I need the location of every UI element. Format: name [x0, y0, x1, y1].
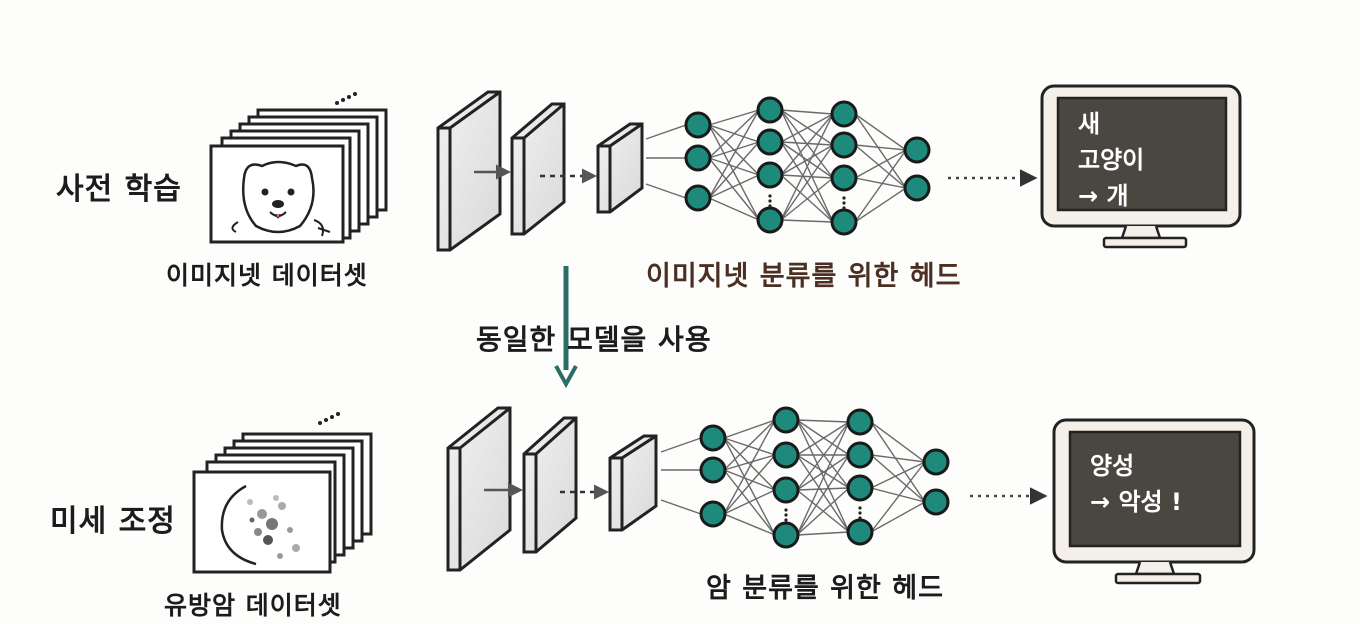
network-connections	[645, 109, 907, 223]
network-node	[772, 406, 800, 434]
ellipsis-dot	[768, 204, 772, 208]
network-node	[846, 441, 874, 469]
network-connections	[660, 419, 926, 536]
finetune-backbone	[446, 406, 658, 572]
network-node	[756, 128, 784, 156]
pretrain-head-label: 이미지넷 분류를 위한 헤드	[646, 261, 962, 292]
ellipsis-dot	[858, 511, 862, 515]
output-line: 고양이	[1078, 146, 1145, 174]
network-node	[830, 164, 858, 192]
network-node	[846, 474, 874, 502]
network-node	[846, 408, 874, 436]
pretrain-output-monitor	[1040, 84, 1242, 249]
more-data-ellipsis	[335, 92, 357, 105]
ellipsis-dot	[784, 508, 788, 512]
pretrain-output-text: 새 고양이 → 개	[1078, 106, 1144, 214]
network-node	[903, 136, 931, 164]
pretrain-stage-label: 사전 학습	[56, 172, 182, 207]
transfer-label: 동일한 모델을 사용	[476, 323, 712, 356]
network-node	[772, 521, 800, 549]
ellipsis-dot	[842, 201, 846, 205]
network-node	[830, 100, 858, 128]
output-line: 양성	[1090, 452, 1135, 480]
dog-image	[231, 160, 331, 237]
ellipsis-dot	[768, 194, 772, 198]
finetune-dataset-label: 유방암 데이터셋	[164, 591, 342, 620]
more-data-ellipsis	[318, 412, 340, 425]
network-node	[684, 111, 712, 139]
output-line: 새	[1078, 110, 1101, 138]
ellipsis-dot	[784, 518, 788, 522]
network-node	[830, 131, 858, 159]
network-node	[922, 448, 950, 476]
network-node	[684, 144, 712, 172]
pretrain-classification-head	[645, 96, 931, 236]
network-node	[756, 96, 784, 124]
network-node	[699, 500, 727, 528]
ellipsis-dot	[858, 506, 862, 510]
ellipsis-dot	[858, 516, 862, 520]
network-node	[903, 174, 931, 202]
network-node	[684, 184, 712, 212]
output-line: → 개	[1078, 182, 1129, 210]
same-model-arrow	[554, 266, 578, 389]
finetune-output-monitor	[1052, 418, 1256, 585]
network-node	[772, 441, 800, 469]
network-node	[699, 424, 727, 452]
finetune-classification-head	[660, 406, 950, 549]
ellipsis-dot	[842, 206, 846, 210]
output-line: → 악성 !	[1090, 488, 1182, 516]
finetune-stage-label: 미세 조정	[50, 504, 176, 539]
ellipsis-dot	[842, 196, 846, 200]
network-node	[830, 208, 858, 236]
pretrain-dataset-label: 이미지넷 데이터셋	[166, 261, 368, 290]
finetune-dataset-stack	[192, 432, 373, 574]
finetune-output-text: 양성 → 악성 !	[1090, 448, 1182, 520]
network-node	[756, 161, 784, 189]
network-node	[846, 518, 874, 546]
mammogram-image	[220, 484, 300, 566]
finetune-head-label: 암 분류를 위한 헤드	[706, 573, 944, 604]
ellipsis-dot	[784, 513, 788, 517]
network-node	[772, 476, 800, 504]
network-node	[922, 488, 950, 516]
network-node	[699, 456, 727, 484]
ellipsis-dot	[768, 199, 772, 203]
pretrain-backbone	[436, 90, 644, 252]
network-node	[756, 206, 784, 234]
